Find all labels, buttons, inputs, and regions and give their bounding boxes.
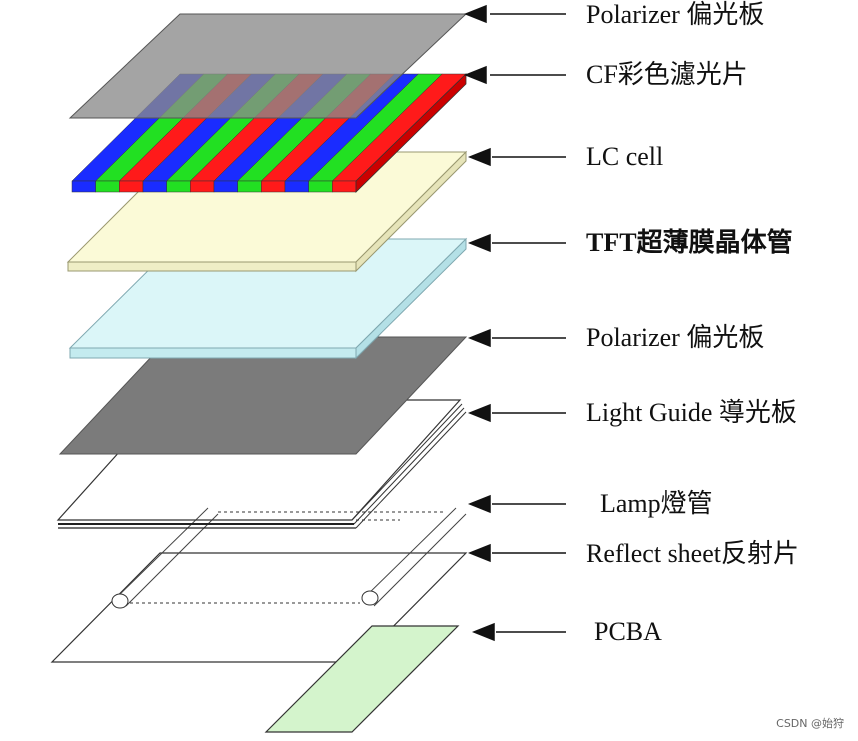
cf-stripe-front [213,180,238,193]
cf-stripe-front [237,180,262,193]
arrow-polarizer-bottom [467,328,566,348]
arrow-reflect-sheet [467,543,566,563]
arrow-polarizer-top [463,4,566,24]
cf-stripe-front [119,180,144,193]
cf-stripe-front [142,180,167,193]
cf-stripe-front [308,180,333,193]
arrow-pcba [471,622,566,642]
label-pcba: PCBA [594,617,662,646]
cf-stripe-front [261,180,286,193]
arrow-lc-cell [467,147,566,167]
arrow-lamp [467,494,566,514]
arrow-tft [467,233,566,253]
polarizer-bottom-layer [58,336,468,455]
label-cf: CF彩色濾光片 [586,60,748,89]
cf-stripe-front [332,180,357,193]
arrow-light-guide [467,403,566,423]
label-lc-cell: LC cell [586,142,664,171]
arrows [463,4,566,642]
cf-stripe-front [284,180,309,193]
cf-stripe-front [166,180,191,193]
arrow-cf [463,65,566,85]
label-polarizer-top: Polarizer 偏光板 [586,0,765,29]
label-light-guide: Light Guide 導光板 [586,398,797,427]
cf-stripe-front [95,180,120,193]
label-tft: TFT超薄膜晶体管 [586,228,793,257]
watermark: CSDN @始狩 [776,717,844,730]
cf-stripe-front [71,180,96,193]
label-polarizer-bottom: Polarizer 偏光板 [586,323,765,352]
label-lamp: Lamp燈管 [600,489,713,518]
pcba-layer [264,625,460,733]
cf-stripe-front [190,180,215,193]
label-reflect-sheet: Reflect sheet反射片 [586,539,799,568]
